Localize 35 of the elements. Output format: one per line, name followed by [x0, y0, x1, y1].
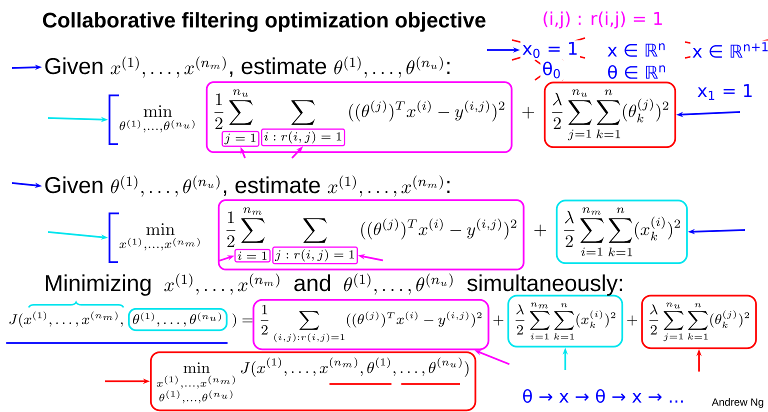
formula: $\theta^{(1)},\ldots,\theta^{(n_u)}$ — [344, 273, 453, 295]
formula-box: $\frac{\lambda}{2}\sum_{i=1}^{n_m}\sum_{k=1}^{n}(x_k^{(i)})^2$ — [507, 294, 624, 348]
handwritten-note: θ ∈ ℝ$^{n}$ — [605, 63, 669, 81]
text-line: Given $\theta^{(1)},\ldots,\theta^{(n_u)}$ , estimate $x^{(1)},\ldots,x^{(n_m)}$ : — [45, 175, 450, 197]
formula-box: $\frac{\lambda}{2}\sum_{i=1}^{n_m}\sum_{k=1}^{n}(x_k^{(i)})^2$ — [556, 200, 688, 264]
formula-box: $\frac{\lambda}{2}\sum_{j=1}^{n_u}\sum_{k=1}^{n}(\theta_k^{(j)})^2$ — [544, 82, 676, 148]
slide-title: Collaborative filtering optimization objective — [42, 12, 486, 32]
formula-box: $\frac{1}{2}\sum^{n_m}$ $\sum$ $((\theta^{(j)})^T x^{(i)} - y^{(i,j)})^2$ $i=1$ $j:r(i,j)=1$ — [218, 199, 525, 270]
text: and — [294, 274, 330, 292]
text: simultaneously: — [467, 274, 622, 296]
min-expression: $\min_{x^{(1)},\ldots,x^{(n_m)}}$ — [119, 223, 200, 250]
handwritten-note: θ$_{0}$ — [540, 60, 564, 80]
subscript-box: $j:r(i,j)=1$ — [272, 246, 358, 264]
formula: $+$ — [493, 316, 504, 326]
handwritten-note: x ∈ ℝ$^{n}$ — [605, 42, 668, 58]
handwritten-note: θ → x → θ → x → ... — [520, 387, 687, 405]
subscript-box: $j=1$ — [222, 130, 260, 147]
text-line: Given $x^{(1)},\ldots,x^{(n_m)}$ , estimate $\theta^{(1)},\ldots,\theta^{(n_u)}$ : — [45, 56, 450, 78]
formula-box: $\frac{\lambda}{2}\sum_{j=1}^{n_u}\sum_{k=1}^{n}(\theta_k^{(j)})^2$ — [641, 294, 757, 350]
handwritten-note: x ∈ ℝ$^{n+1}$ — [690, 40, 768, 60]
text: Minimizing — [46, 274, 151, 296]
handwritten-note: (i,j) : r(i,j) = 1 — [540, 10, 666, 30]
formula-box: $\min_{\substack{x^{(1)},\ldots,x^{(n_m)}\\ \theta^{(1)},\ldots,\theta^{(n_u)}}} J(x^{(1)},\ldots,x^{(n_m)},\theta^{(1)},\ldots,\theta^{(n_u)})$ — [150, 351, 476, 412]
highlight-box: $\theta^{(1)},\ldots,\theta^{(n_u)}$ — [128, 308, 228, 332]
formula: $J(x^{(1)},\ldots,x^{(n_m)},$ — [9, 312, 123, 328]
author-credit: Andrew Ng — [712, 398, 764, 408]
subscript-box: $i=1$ — [234, 248, 271, 262]
subscript-box: $i:r(i,j)=1$ — [261, 128, 346, 146]
min-expression: $\min_{\theta^{(1)},\ldots,\theta^{(n_u)}}$ — [120, 105, 195, 132]
formula: $+$ — [522, 106, 534, 119]
formula: $x^{(1)},\ldots,x^{(n_m)}$ — [164, 273, 280, 295]
formula: $)=$ — [232, 313, 252, 328]
formula: $+$ — [627, 316, 638, 326]
handwritten-note: x$_{1}$ = 1 — [695, 82, 756, 102]
formula-box: $\frac{1}{2}\sum_{(i,j):r(i,j)=1}((\theta^{(j)})^T x^{(i)} - y^{(i,j)})^2$ — [252, 299, 490, 350]
